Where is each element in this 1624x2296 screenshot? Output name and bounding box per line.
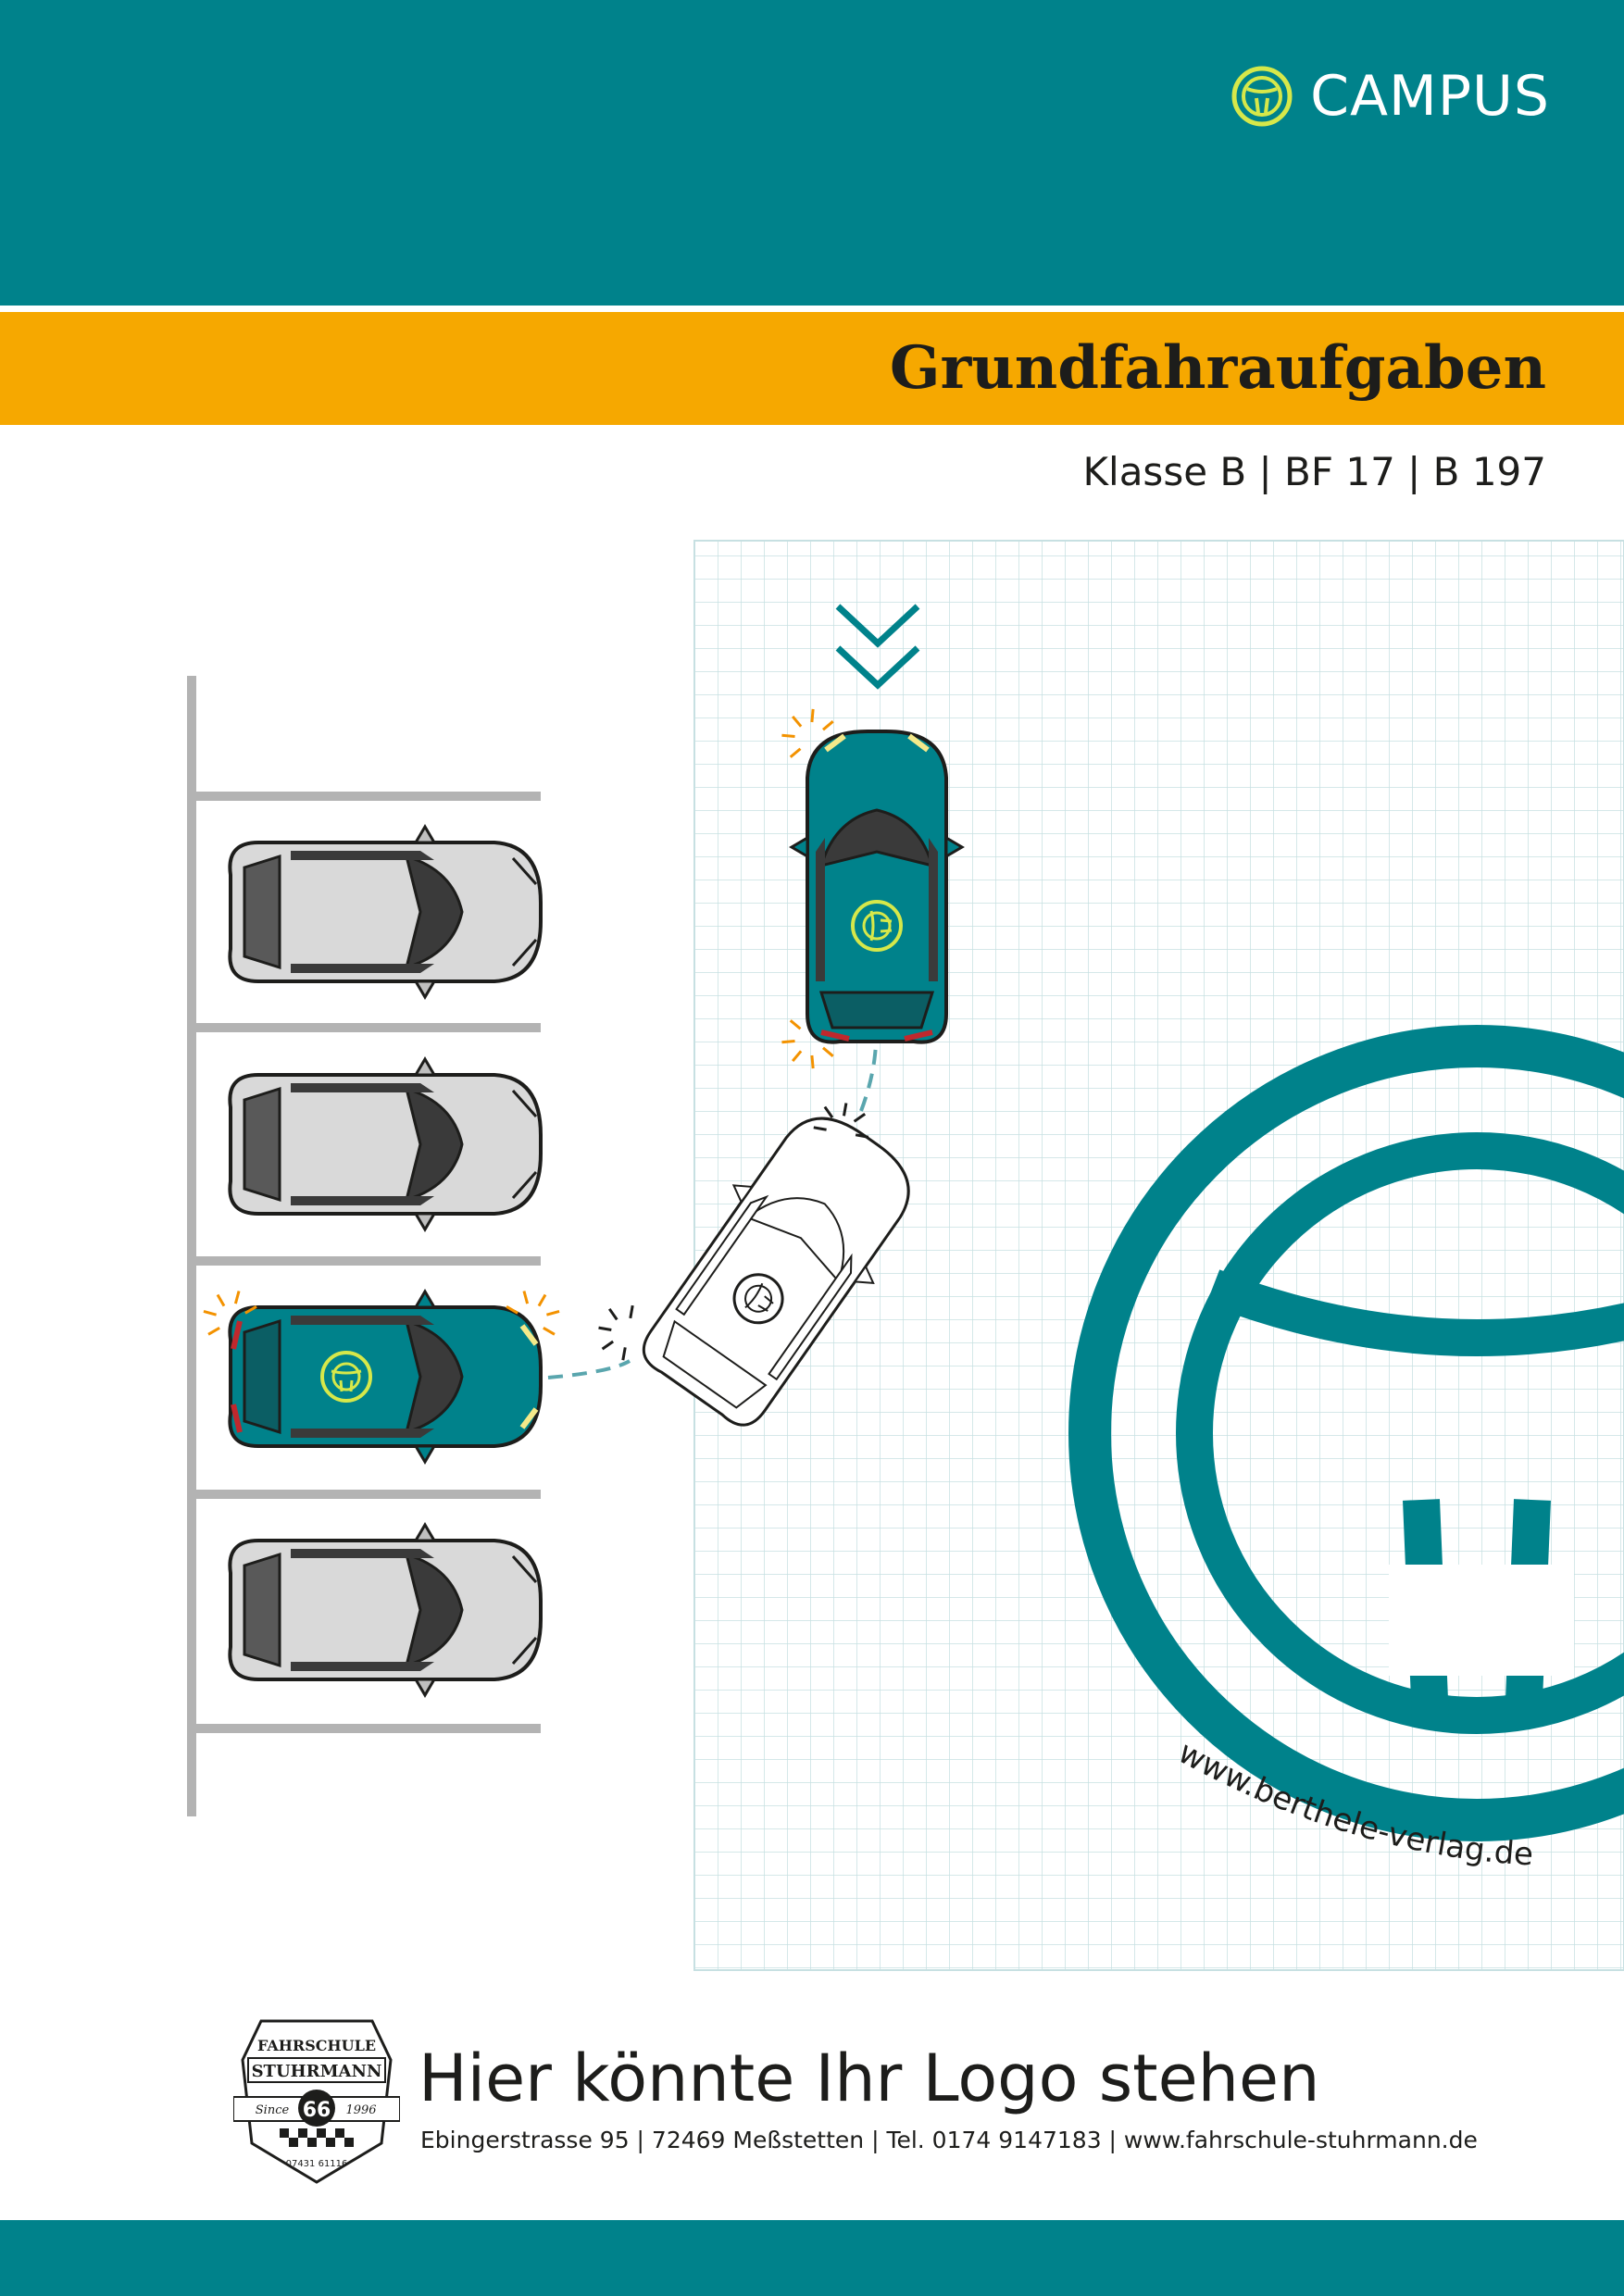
- svg-text:FAHRSCHULE: FAHRSCHULE: [257, 2037, 376, 2054]
- parking-line: [196, 792, 541, 801]
- brand-name: CAMPUS: [1310, 64, 1550, 129]
- campus-brand: CAMPUS: [1230, 65, 1550, 128]
- school-address: Ebingerstrasse 95 | 72469 Meßstetten | T…: [420, 2127, 1478, 2153]
- parking-line: [196, 1724, 541, 1733]
- driving-path: [547, 1041, 878, 1379]
- logo-placeholder-text: Hier könnte Ihr Logo stehen: [418, 2040, 1320, 2116]
- svg-text:07431 61116: 07431 61116: [286, 2159, 348, 2169]
- parking-line: [196, 1256, 541, 1266]
- footer-band: [0, 2220, 1624, 2296]
- steering-wheel-icon: [1068, 1025, 1624, 1841]
- parked-car-gray: [228, 825, 543, 999]
- steering-wheel-icon: [1231, 66, 1293, 127]
- parked-car-gray: [228, 1523, 543, 1697]
- svg-text:1996: 1996: [345, 2103, 376, 2117]
- page-title: Grundfahraufgaben: [889, 333, 1546, 403]
- page-subtitle: Klasse B | BF 17 | B 197: [1082, 449, 1546, 494]
- svg-text:Since: Since: [256, 2103, 290, 2117]
- driving-car-teal: [792, 731, 962, 1042]
- parked-car-gray: [228, 1057, 543, 1231]
- svg-text:66: 66: [303, 2099, 331, 2122]
- parking-line: [196, 1490, 541, 1499]
- driving-school-logo: FAHRSCHULE STUHRMANN Since 66 1996 07431…: [233, 2019, 400, 2184]
- svg-text:STUHRMANN: STUHRMANN: [252, 2062, 382, 2081]
- blinker-icon: [592, 1299, 634, 1362]
- parked-car-teal: [230, 1292, 541, 1462]
- direction-arrow-icon: [835, 604, 920, 690]
- title-band: Grundfahraufgaben: [0, 312, 1624, 425]
- footer-block: FAHRSCHULE STUHRMANN Since 66 1996 07431…: [233, 2004, 1530, 2190]
- parking-line: [196, 1023, 541, 1032]
- header-band: CAMPUS: [0, 0, 1624, 306]
- parking-wall: [187, 676, 196, 1816]
